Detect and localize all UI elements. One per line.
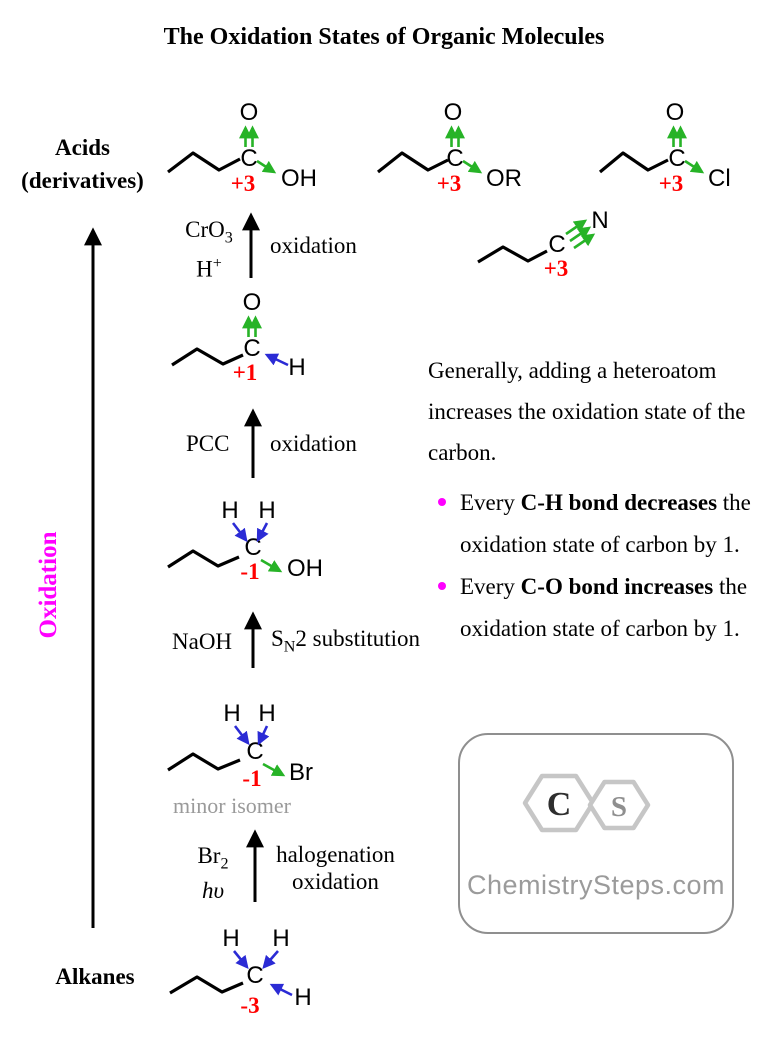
atom-o: O (666, 99, 685, 126)
rules-bullet-list: Every C-H bond decreases the oxidation s… (438, 482, 768, 650)
atom-h1: H (223, 700, 240, 727)
acids-label-line1: Acids (55, 135, 110, 160)
axis-bottom-label: Alkanes (55, 964, 135, 989)
reagent-br2: Br2 (197, 843, 229, 873)
atom-h1: H (222, 925, 239, 952)
atom-h2: H (272, 925, 289, 952)
atom-o: O (444, 99, 463, 126)
acids-label-line2: (derivatives) (21, 168, 144, 193)
bullet-text: Every C-H bond decreases the oxidation s… (460, 490, 751, 557)
reaction-label-oxidation-1: oxidation (270, 233, 357, 258)
reagent-naoh: NaOH (172, 629, 233, 654)
atom-c: C (240, 145, 257, 172)
logo-letter-s: S (611, 791, 627, 823)
oxidation-arrow-icon (262, 762, 286, 777)
oxidation-state: +1 (233, 360, 258, 385)
reduction-arrow-icon (256, 522, 269, 543)
atom-or: OR (486, 165, 522, 192)
bond-chain (167, 752, 241, 772)
logo-letter-c: C (547, 786, 572, 823)
reduction-arrow-icon (269, 983, 293, 997)
atom-c: C (446, 145, 463, 172)
reagent-pcc: PCC (186, 431, 230, 456)
bullet-item-ch: Every C-H bond decreases the oxidation s… (438, 482, 768, 566)
logo-hexagons-icon: C S (522, 773, 651, 833)
general-note-paragraph: Generally, adding a heteroatom increases… (428, 358, 746, 465)
bullet-item-co: Every C-O bond increases the oxidation s… (438, 566, 768, 650)
page-title: The Oxidation States of Organic Molecule… (163, 24, 605, 50)
atom-n: N (591, 207, 608, 234)
reduction-arrow-icon (264, 353, 289, 367)
bullet-icon (438, 498, 446, 506)
atom-oh: OH (281, 165, 317, 192)
oxidation-state: +3 (231, 171, 256, 196)
oxidation-state: -1 (242, 766, 261, 791)
atom-cl: Cl (708, 165, 731, 192)
bond-chain (167, 151, 241, 174)
molecule-ester: O C OR +3 (377, 99, 522, 196)
atom-oh: OH (287, 555, 323, 582)
bond-chain (167, 549, 240, 569)
atom-h2: H (258, 700, 275, 727)
reagent-hv: hυ (201, 877, 225, 903)
reagents-cro3-h: CrO3 H+ (176, 217, 242, 281)
reduction-arrow-icon (231, 522, 248, 543)
bullet-icon (438, 582, 446, 590)
reaction-label-sn2: SN2 substitution (271, 626, 421, 656)
atom-c: C (246, 962, 263, 989)
bond-chain (598, 151, 669, 174)
bullet-text: Every C-O bond increases the oxidation s… (460, 574, 748, 641)
oxidation-state: -3 (240, 993, 259, 1018)
atom-h3: H (294, 984, 311, 1011)
oxidation-arrow-icon (260, 558, 283, 573)
hexagon-s-icon (587, 779, 651, 831)
molecule-acid-chloride: O C Cl +3 (598, 99, 731, 196)
oxidation-arrow-icon (462, 159, 483, 174)
oxidation-arrow-icon (569, 226, 592, 243)
atom-h1: H (221, 497, 238, 524)
reduction-arrow-icon (262, 950, 279, 969)
oxidation-arrow-icon (256, 159, 277, 174)
reduction-arrow-icon (233, 725, 250, 746)
oxidation-arrow-icon (573, 233, 596, 250)
minor-isomer-note: minor isomer (173, 793, 292, 818)
chemistrysteps-logo: C S ChemistrySteps.com (458, 733, 734, 934)
molecule-carboxylic-acid: O C OH +3 (167, 99, 317, 196)
bond-chain (377, 151, 449, 174)
molecule-alkane: H H C H -3 (169, 925, 312, 1018)
atom-c: C (548, 231, 565, 258)
reagent-h-plus: H+ (196, 254, 222, 282)
reaction-label-halogenation: halogenation oxidation (276, 842, 395, 894)
atom-h: H (288, 354, 305, 381)
molecule-aldehyde: O C H +1 (171, 289, 306, 385)
bond-chain (477, 245, 548, 264)
oxidation-state: +3 (544, 256, 569, 281)
atom-c: C (668, 145, 685, 172)
molecule-nitrile: C N +3 (477, 207, 609, 281)
atom-c: C (246, 738, 263, 765)
oxidation-state: -1 (240, 559, 259, 584)
atom-br: Br (289, 759, 313, 786)
oxidation-state: +3 (437, 171, 462, 196)
oxidation-arrow-icon (565, 219, 588, 236)
bond-chain (171, 347, 244, 367)
molecule-bromide: H H C Br -1 minor isomer (167, 700, 313, 818)
atom-o: O (243, 289, 262, 316)
atom-o: O (240, 99, 259, 126)
reagents-br2-hv: Br2 hυ (188, 843, 238, 904)
reduction-arrow-icon (232, 950, 249, 970)
reagent-cro3: CrO3 (185, 217, 233, 247)
reaction-label-oxidation-2: oxidation (270, 431, 357, 456)
molecule-alcohol: H H C OH -1 (167, 497, 323, 584)
atom-h2: H (258, 497, 275, 524)
atom-c: C (243, 335, 260, 362)
reduction-arrow-icon (257, 725, 270, 746)
oxidation-state: +3 (659, 171, 684, 196)
bond-chain (169, 975, 244, 995)
oxidation-arrow-icon (684, 159, 705, 174)
logo-site-text: ChemistrySteps.com (466, 870, 726, 900)
axis-top-label: Acids (derivatives) (5, 131, 160, 197)
